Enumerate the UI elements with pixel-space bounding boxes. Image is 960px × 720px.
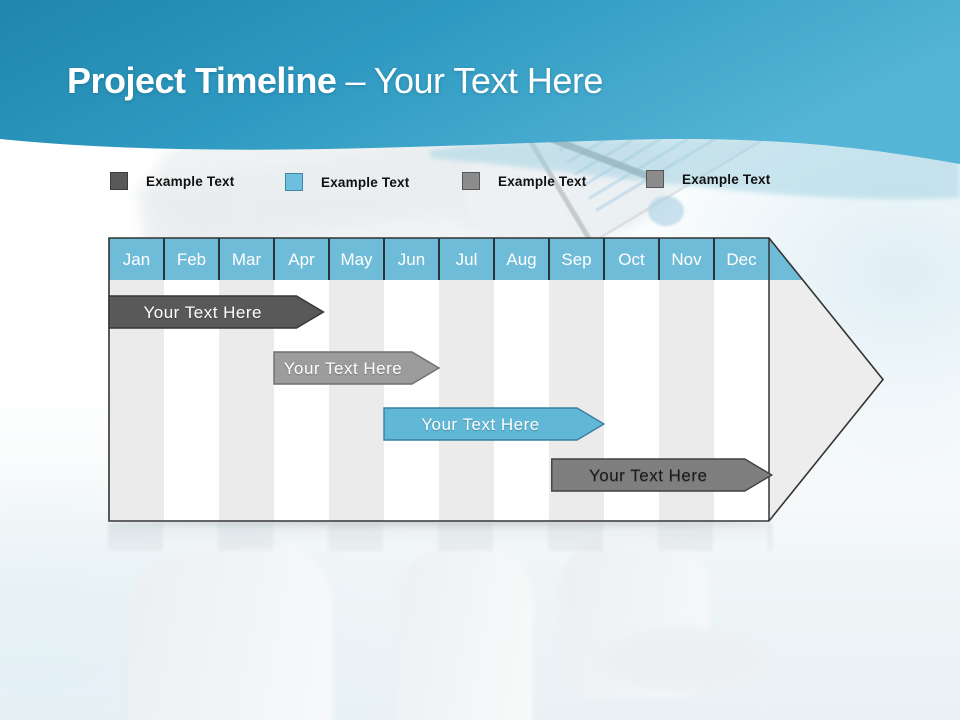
legend-label-4: Example Text: [682, 171, 771, 187]
timeline-bar-3[interactable]: [383, 407, 606, 441]
legend-label-1: Example Text: [146, 173, 235, 189]
title-subtitle: – Your Text Here: [345, 60, 603, 101]
month-column-jan: [109, 238, 164, 521]
month-header-band: [109, 238, 883, 280]
timeline-arrow-outline: [108, 237, 885, 522]
legend-item-4[interactable]: Example Text: [646, 167, 770, 191]
timeline-bar-1[interactable]: [108, 295, 325, 329]
page-title: Project Timeline– Your Text Here: [67, 60, 603, 102]
month-column-feb: [164, 238, 219, 521]
month-column-jul: [439, 238, 494, 521]
month-label-apr: Apr: [288, 250, 315, 269]
month-label-jan: Jan: [123, 250, 150, 269]
month-label-dec: Dec: [726, 250, 757, 269]
month-label-mar: Mar: [232, 250, 262, 269]
arrowhead-fill: [769, 238, 883, 521]
legend-swatch-2: [285, 173, 303, 191]
timeline-bar-label-2: Your Text Here: [284, 359, 403, 378]
header-band: [0, 0, 960, 200]
month-label-feb: Feb: [177, 250, 206, 269]
month-label-oct: Oct: [618, 250, 645, 269]
month-label-may: May: [340, 250, 373, 269]
wave-main: [0, 0, 960, 164]
month-label-jul: Jul: [456, 250, 478, 269]
month-label-jun: Jun: [398, 250, 425, 269]
legend-label-3: Example Text: [498, 173, 587, 189]
month-column-mar: [219, 238, 274, 521]
timeline-bar-label-1: Your Text Here: [143, 303, 262, 322]
legend-item-3[interactable]: Example Text: [462, 169, 586, 193]
legend-swatch-1: [110, 172, 128, 190]
legend-swatch-3: [462, 172, 480, 190]
chart-reflection: [108, 523, 772, 551]
timeline-bar-2[interactable]: [273, 351, 441, 385]
month-column-aug: [494, 238, 549, 521]
legend-swatch-4: [646, 170, 664, 188]
month-label-sep: Sep: [561, 250, 591, 269]
legend-item-1[interactable]: Example Text: [110, 169, 234, 193]
legend-item-2[interactable]: Example Text: [285, 170, 409, 194]
month-label-nov: Nov: [671, 250, 702, 269]
month-label-aug: Aug: [506, 250, 536, 269]
title-main: Project Timeline: [67, 60, 337, 101]
timeline-bar-label-3: Your Text Here: [421, 415, 540, 434]
legend-label-2: Example Text: [321, 174, 410, 190]
timeline-bar-4[interactable]: [551, 458, 774, 492]
timeline-chart: Jan Feb Mar Apr May Jun Jul Aug Sep Oct Nov DecYour…: [108, 237, 885, 522]
timeline-bar-label-4: Your Text Here: [589, 466, 708, 485]
